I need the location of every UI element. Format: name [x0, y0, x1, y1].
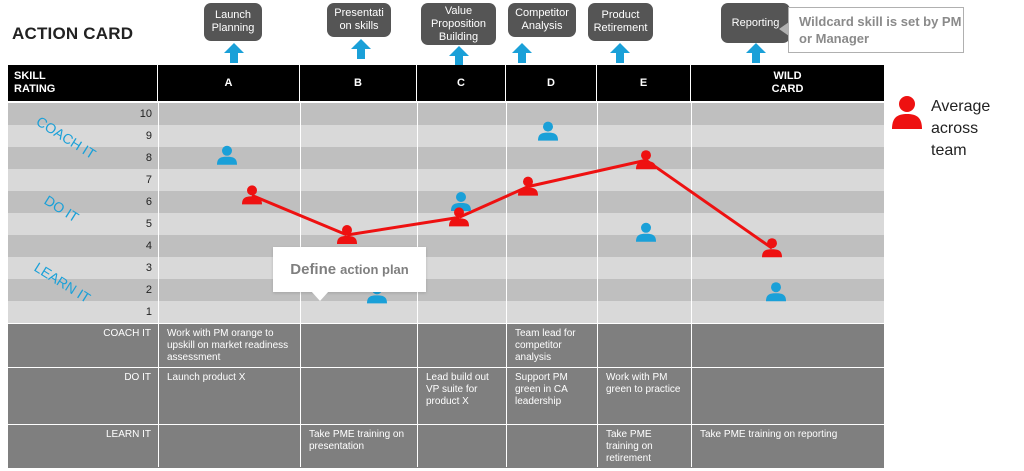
column-divider	[597, 101, 598, 467]
plan-cell: Support PM green in CA leadership	[515, 372, 568, 407]
plan-cell	[161, 425, 300, 433]
arrow-up-icon	[745, 42, 767, 64]
skill-box-launch-planning: Launch Planning	[204, 3, 262, 41]
rating-row-9: 9	[8, 125, 884, 147]
plan-label-coach: COACH IT	[103, 328, 151, 339]
arrow-up-icon	[223, 42, 245, 64]
header-column-a: A	[158, 65, 300, 101]
plan-cell	[303, 368, 417, 376]
average-person-icon	[892, 96, 922, 129]
plan-cell: Take PME training on reporting	[700, 429, 838, 440]
plan-cell	[420, 425, 506, 433]
skill-box-reporting: Reporting	[721, 3, 790, 43]
rating-row-7: 7	[8, 169, 884, 191]
plan-cell: Lead build out VP suite for product X	[426, 372, 489, 407]
callout-pointer	[311, 291, 329, 301]
skill-box-presentation-skills: Presentati on skills	[327, 3, 391, 37]
rating-row-5: 5	[8, 213, 884, 235]
arrow-up-icon	[511, 42, 533, 64]
arrow-up-icon	[350, 38, 372, 60]
column-divider	[158, 101, 159, 467]
plan-row-coach: COACH IT Work with PM orange to upskill …	[8, 323, 884, 367]
wildcard-note-pointer	[779, 22, 789, 36]
plan-cell	[694, 324, 884, 332]
plan-cell: Team lead for competitor analysis	[515, 328, 576, 363]
plan-cell	[600, 324, 691, 332]
wildcard-note: Wildcard skill is set by PM or Manager	[788, 7, 964, 53]
plan-cell: Work with PM green to practice	[606, 372, 681, 395]
rating-row-1: 1	[8, 301, 884, 323]
arrow-up-icon	[609, 42, 631, 64]
plan-cell: Take PME training on presentation	[309, 429, 405, 452]
skill-box-value-proposition: Value Proposition Building	[421, 3, 496, 45]
plan-cell: Take PME training on retirement	[606, 429, 653, 464]
rating-row-8: 8	[8, 147, 884, 169]
plan-cell	[420, 324, 506, 332]
plan-row-learn: LEARN IT Take PME training on presentati…	[8, 424, 884, 468]
skill-box-product-retirement: Product Retirement	[588, 3, 653, 41]
plan-cell: Launch product X	[167, 372, 246, 383]
rating-row-4: 4	[8, 235, 884, 257]
header-column-d: D	[506, 65, 597, 101]
plan-cell	[303, 324, 417, 332]
plan-cell: Work with PM orange to upskill on market…	[167, 328, 289, 363]
header-column-e: E	[597, 65, 691, 101]
column-divider	[691, 101, 692, 467]
rating-row-2: 2	[8, 279, 884, 301]
arrow-up-icon	[448, 45, 470, 67]
plan-row-do: DO IT Launch product X Lead build out VP…	[8, 367, 884, 424]
plan-label-learn: LEARN IT	[105, 429, 151, 440]
rating-row-6: 6	[8, 191, 884, 213]
page-title: ACTION CARD	[12, 24, 134, 43]
skill-box-competitor-analysis: Competitor Analysis	[508, 3, 576, 37]
header-column-c: C	[417, 65, 506, 101]
rating-row-3: 3	[8, 257, 884, 279]
plan-cell	[509, 425, 597, 433]
plan-cell	[694, 368, 884, 376]
header-column-b: B	[300, 65, 417, 101]
plan-label-do: DO IT	[124, 372, 151, 383]
column-divider	[506, 101, 507, 467]
rating-row-10: 10	[8, 103, 884, 125]
